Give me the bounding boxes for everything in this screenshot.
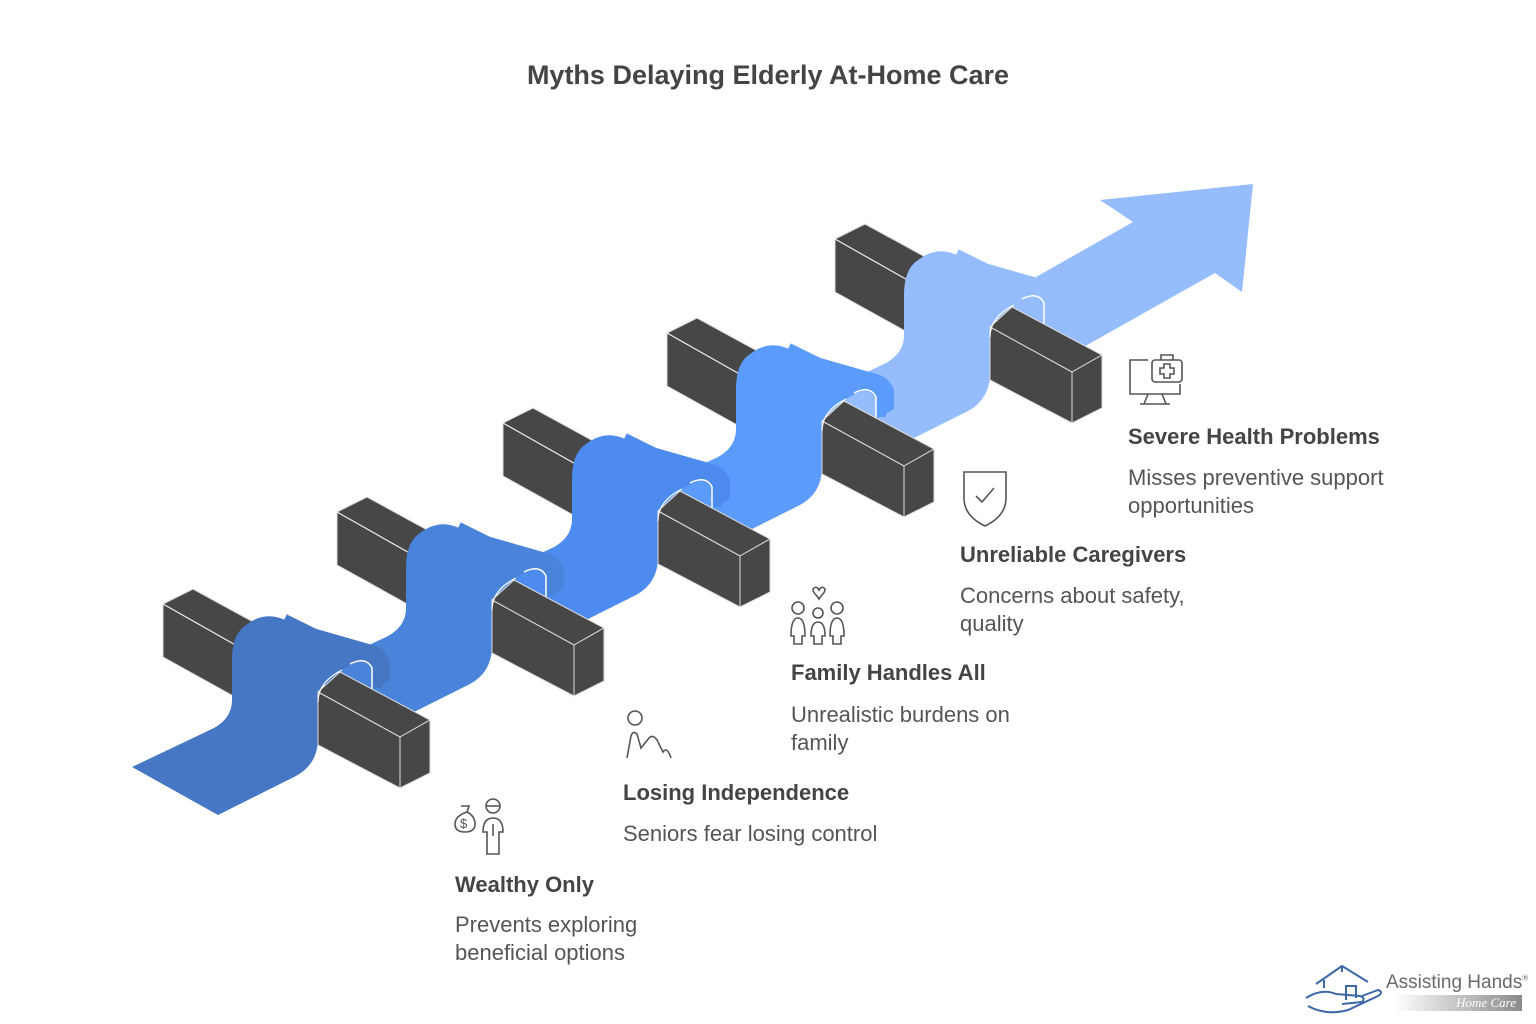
money-person-icon: $ [454, 798, 504, 855]
family-heart-icon [790, 586, 845, 645]
ribbon-segment-5 [804, 223, 1104, 450]
front-block-side [573, 627, 605, 697]
ribbon-lip [689, 479, 713, 509]
front-block-side [903, 448, 935, 518]
ribbon-segment-1 [132, 588, 432, 815]
item-description: Unrealistic burdens on family [791, 702, 1010, 755]
medical-monitor-icon [1129, 354, 1183, 405]
ribbon-edge [989, 304, 1015, 338]
item-description: Seniors fear losing control [623, 821, 878, 846]
ribbon-segment-3 [472, 407, 772, 634]
person-falling-icon [626, 710, 672, 759]
shield-check-icon [963, 471, 1007, 527]
ribbon-segment-2 [306, 496, 606, 723]
ribbon [132, 616, 390, 815]
logo-tagline: Home Care [1394, 995, 1522, 1011]
ribbon-top [787, 343, 886, 417]
logo-name: Assisting Hands® [1386, 972, 1528, 994]
registered-mark: ® [1522, 973, 1529, 983]
item-title: Losing Independence [623, 780, 850, 805]
ribbon-top [283, 614, 382, 688]
ribbon-top [623, 433, 722, 507]
hand-house-icon [1305, 964, 1382, 1014]
ribbon-segment-4 [636, 317, 936, 544]
ribbon-top [457, 522, 556, 596]
front-block-side [739, 538, 771, 608]
ribbon [636, 345, 894, 544]
ribbon-edge [317, 669, 343, 703]
front-block-side [1071, 354, 1103, 424]
ribbon [472, 435, 730, 634]
svg-text:$: $ [460, 816, 468, 831]
item-title: Family Handles All [791, 660, 986, 685]
ribbon-edge [657, 488, 683, 522]
ribbon-top [955, 249, 1054, 323]
ribbon-lip [523, 568, 547, 598]
item-title: Severe Health Problems [1128, 424, 1380, 449]
ribbon-lip [1021, 295, 1045, 325]
ribbon-lip [853, 389, 877, 419]
item-title: Wealthy Only [455, 872, 594, 897]
item-description: Misses preventive support opportunities [1128, 465, 1384, 518]
ribbon [804, 251, 1062, 450]
assisting-hands-logo: Assisting Hands® Home Care [1302, 962, 1532, 1016]
diagram-title: Myths Delaying Elderly At-Home Care [526, 60, 1010, 90]
item-description: Prevents exploring beneficial options [455, 912, 638, 965]
ribbon-lip [349, 660, 373, 690]
ribbon-edge [491, 577, 517, 611]
item-title: Unreliable Caregivers [960, 542, 1187, 567]
logo-name-text: Assisting Hands [1386, 972, 1523, 993]
item-description: Concerns about safety, quality [960, 583, 1185, 636]
front-block-side [399, 719, 431, 789]
ribbon-edge [821, 398, 847, 432]
ribbon [306, 524, 564, 723]
